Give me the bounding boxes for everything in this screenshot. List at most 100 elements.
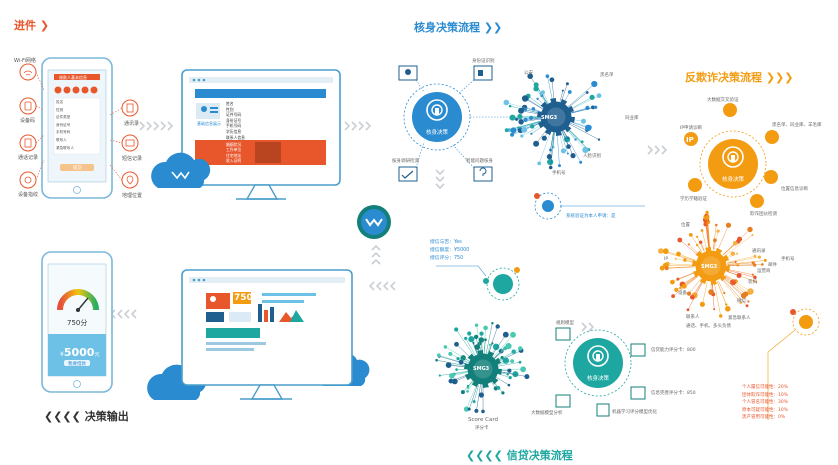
output-unit: 元 xyxy=(94,352,100,358)
monitor-form-row-5: 学历信息 xyxy=(226,129,242,134)
monitor-form-row-4: 手机号码 xyxy=(226,123,242,129)
decision-line-2: 授信评分：750 xyxy=(430,256,464,261)
identity-net-label-phone: 手机号 xyxy=(552,171,566,176)
antifraud-result-node xyxy=(767,308,820,420)
output-currency: ¥ xyxy=(60,351,64,358)
credit-item-ml: 机器学习评分模型优化 xyxy=(612,410,657,415)
fingerprint-icon xyxy=(19,171,37,189)
input-label-location: 地理位置 xyxy=(122,193,143,199)
output-amount-value: 5000 xyxy=(63,346,95,359)
arrow-monitor-to-identity xyxy=(344,121,372,131)
output-amount: ¥5000元 xyxy=(60,341,99,360)
antifraud-result-3: 原本可疑可能性：10% xyxy=(742,407,789,413)
data-cross-icon xyxy=(723,103,737,117)
section-title-input-text: 进件 xyxy=(14,19,36,32)
bottom-monitor xyxy=(181,269,353,400)
antifraud-net-label-9: 手机号 xyxy=(781,257,795,262)
antifraud-net-label-10: 通讯录 xyxy=(752,249,766,254)
ip-icon xyxy=(684,132,698,146)
antifraud-net-label-11: 通话、手机、多头负债 xyxy=(686,324,731,329)
rule-model-icon xyxy=(555,327,571,341)
antifraud-result-2: 个人冒名可能性：30% xyxy=(742,400,789,406)
section-title-antifraud-text: 反欺诈决策流程 xyxy=(685,71,762,84)
question-icon xyxy=(473,166,493,182)
location-icon xyxy=(121,171,139,189)
identity-item-icons xyxy=(398,65,493,182)
credit-score-1: 信贷能力评分卡：800 xyxy=(651,348,696,353)
check-icon xyxy=(398,166,418,182)
arrow-to-output xyxy=(109,309,137,319)
antifraud-item-education: 学历学籍验证 xyxy=(680,197,707,202)
antifraud-item-blacklist: 黑名单、同业库、羊毛库 xyxy=(772,123,822,128)
input-label-device-code: 设备码 xyxy=(20,118,36,124)
antifraud-result-4: 黑产冒用可能性：0% xyxy=(742,415,786,421)
education-icon xyxy=(688,178,702,192)
identity-item-research: 核身调研检测 xyxy=(392,159,419,164)
section-title-credit: ❮❮❮❮ 信贷决策流程 xyxy=(466,447,573,463)
section-title-input: 进件 ❯ xyxy=(14,17,49,33)
arrow-credit-up xyxy=(371,244,381,265)
phone-form-row-0: 姓名 xyxy=(56,100,64,104)
antifraud-net-label-1: IP xyxy=(664,257,669,262)
cloud-logo-1 xyxy=(151,152,211,188)
quad-chevron-left-icon: ❮❮❮❮ xyxy=(466,449,507,462)
output-borrow-button[interactable]: 我要借款 xyxy=(68,362,86,367)
identity-net-label-peer: 同业库 xyxy=(625,116,639,121)
credit-scorecard-label: Score Card xyxy=(468,417,499,423)
antifraud-net-label-6: 装机 xyxy=(748,280,757,285)
identity-net-label-police: 公安 xyxy=(524,71,533,76)
info-score-icon xyxy=(630,386,646,400)
credit-item-bigdata: 大数据模型分析 xyxy=(531,411,563,416)
identity-item-id-card: 身份证识别 xyxy=(472,59,495,64)
phone-form-header: 借款人基本信息 xyxy=(59,74,87,80)
arrow-identity-to-antifraud xyxy=(647,145,668,155)
contacts-icon xyxy=(121,99,139,117)
arrow-input-to-monitor xyxy=(139,121,174,131)
position-icon xyxy=(764,170,778,184)
id-card-icon xyxy=(473,65,493,81)
monitor-lower-row-3: 收入证明 xyxy=(226,158,242,164)
phone-submit-button[interactable]: 提交 xyxy=(73,166,82,171)
antifraud-result-1: 团体欺诈可能性：10% xyxy=(742,392,789,398)
credit-smg-label: SMG3 xyxy=(473,366,490,372)
identity-item-question: 智能问题核身 xyxy=(466,159,493,164)
antifraud-item-fraud-group: 欺诈团伙检测 xyxy=(750,212,777,217)
antifraud-net-label-0: 位置 xyxy=(681,223,690,228)
credit-network xyxy=(435,322,530,414)
antifraud-net-label-5: 微信 xyxy=(737,299,746,304)
monitor-form-row-3: 身份证号 xyxy=(226,117,242,123)
antifraud-top-label: 大数据交叉验证 xyxy=(707,98,739,103)
section-title-antifraud: 反欺诈决策流程 ❯❯❯ xyxy=(685,69,793,85)
antifraud-item-icons xyxy=(684,103,779,208)
input-label-contacts: 通讯录 xyxy=(124,121,140,127)
fraud-group-icon xyxy=(750,194,764,208)
wifi-icon xyxy=(19,63,37,81)
input-label-wifi: Wi-Fi网络 xyxy=(14,58,36,64)
antifraud-gear xyxy=(692,247,730,285)
identity-network xyxy=(503,73,602,170)
credit-score-2: 信息完善评分卡：850 xyxy=(651,391,696,396)
identity-smg-label: SMG3 xyxy=(541,115,558,121)
credit-hub xyxy=(564,329,632,397)
identity-connectors xyxy=(415,79,520,169)
face-scan-icon xyxy=(398,65,418,81)
monitor-lower-row-0: 婚姻状况 xyxy=(226,142,242,147)
monitor-form-row-0: 姓名 xyxy=(226,101,234,106)
phone-form-row-5: 联系人 xyxy=(56,138,67,142)
input-label-fingerprint: 设备指纹 xyxy=(18,192,39,198)
antifraud-net-label-8: 邮件 xyxy=(768,263,777,268)
arrow-to-credit xyxy=(581,322,595,332)
triple-chevron-right-icon: ❯❯❯ xyxy=(762,71,794,84)
identity-result xyxy=(534,192,645,220)
antifraud-network xyxy=(658,210,767,318)
arrow-decision-to-monitor xyxy=(368,281,396,291)
input-label-call-log: 通话记录 xyxy=(18,155,39,161)
device-code-icon xyxy=(19,97,37,115)
antifraud-result-0: 个人履信可能性：20% xyxy=(742,385,789,390)
monitor-score-badge: 750 xyxy=(234,293,253,303)
chevron-right-icon: ❯ xyxy=(36,19,50,32)
antifraud-net-label-4: 紧急联系人 xyxy=(728,316,751,321)
antifraud-net-label-3: 联系人 xyxy=(686,315,700,320)
call-log-icon xyxy=(19,134,37,152)
